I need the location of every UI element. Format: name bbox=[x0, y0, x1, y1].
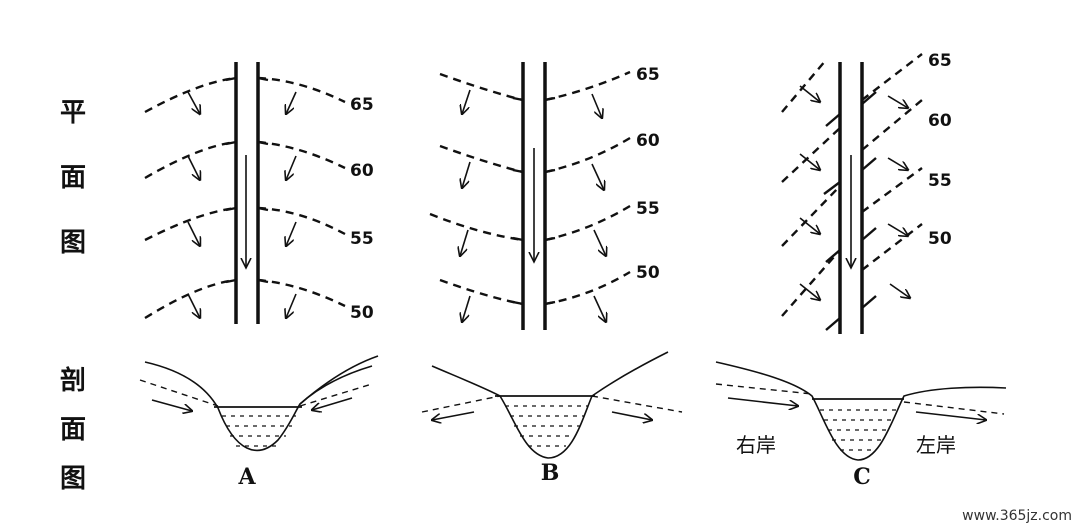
plan-view-char-2: 面 bbox=[60, 163, 87, 193]
plan-view-char-1: 平 bbox=[60, 98, 87, 128]
panel-c-plan bbox=[781, 53, 923, 334]
cross-section-label: 剖 面 图 bbox=[60, 360, 86, 495]
panel-a-section bbox=[139, 355, 379, 452]
panel-b-plan bbox=[429, 62, 631, 330]
panel-a-contour-65: 65 bbox=[350, 95, 374, 115]
panel-c-right-bank: 右岸 bbox=[736, 433, 776, 457]
cross-section-char-3: 图 bbox=[60, 464, 87, 494]
panel-c-left-bank: 左岸 bbox=[916, 433, 956, 457]
panel-c-section bbox=[715, 361, 1007, 461]
panel-c-contour-55: 55 bbox=[928, 171, 952, 191]
panel-a-contour-50: 50 bbox=[350, 303, 374, 323]
panel-b-label: B bbox=[541, 460, 560, 486]
panel-b-contour-60: 60 bbox=[636, 131, 660, 151]
panel-a-plan bbox=[144, 62, 346, 324]
panel-c-contour-65: 65 bbox=[928, 51, 952, 71]
panel-a-label: A bbox=[237, 464, 256, 490]
panel-a-contour-55: 55 bbox=[350, 229, 374, 249]
panel-a-contour-60: 60 bbox=[350, 161, 374, 181]
panel-b-section bbox=[421, 351, 683, 459]
panel-b-contour-50: 50 bbox=[636, 263, 660, 283]
panel-c-contour-50: 50 bbox=[928, 229, 952, 249]
panel-b-contour-55: 55 bbox=[636, 199, 660, 219]
watermark: www.365jz.com bbox=[962, 508, 1072, 524]
panel-b-contour-65: 65 bbox=[636, 65, 660, 85]
cross-section-char-1: 剖 bbox=[60, 366, 87, 396]
panel-c-label: C bbox=[853, 464, 871, 490]
cross-section-char-2: 面 bbox=[60, 415, 87, 445]
plan-view-label: 平 面 图 bbox=[60, 92, 86, 259]
panel-c-contour-60: 60 bbox=[928, 111, 952, 131]
plan-view-char-3: 图 bbox=[60, 228, 87, 258]
